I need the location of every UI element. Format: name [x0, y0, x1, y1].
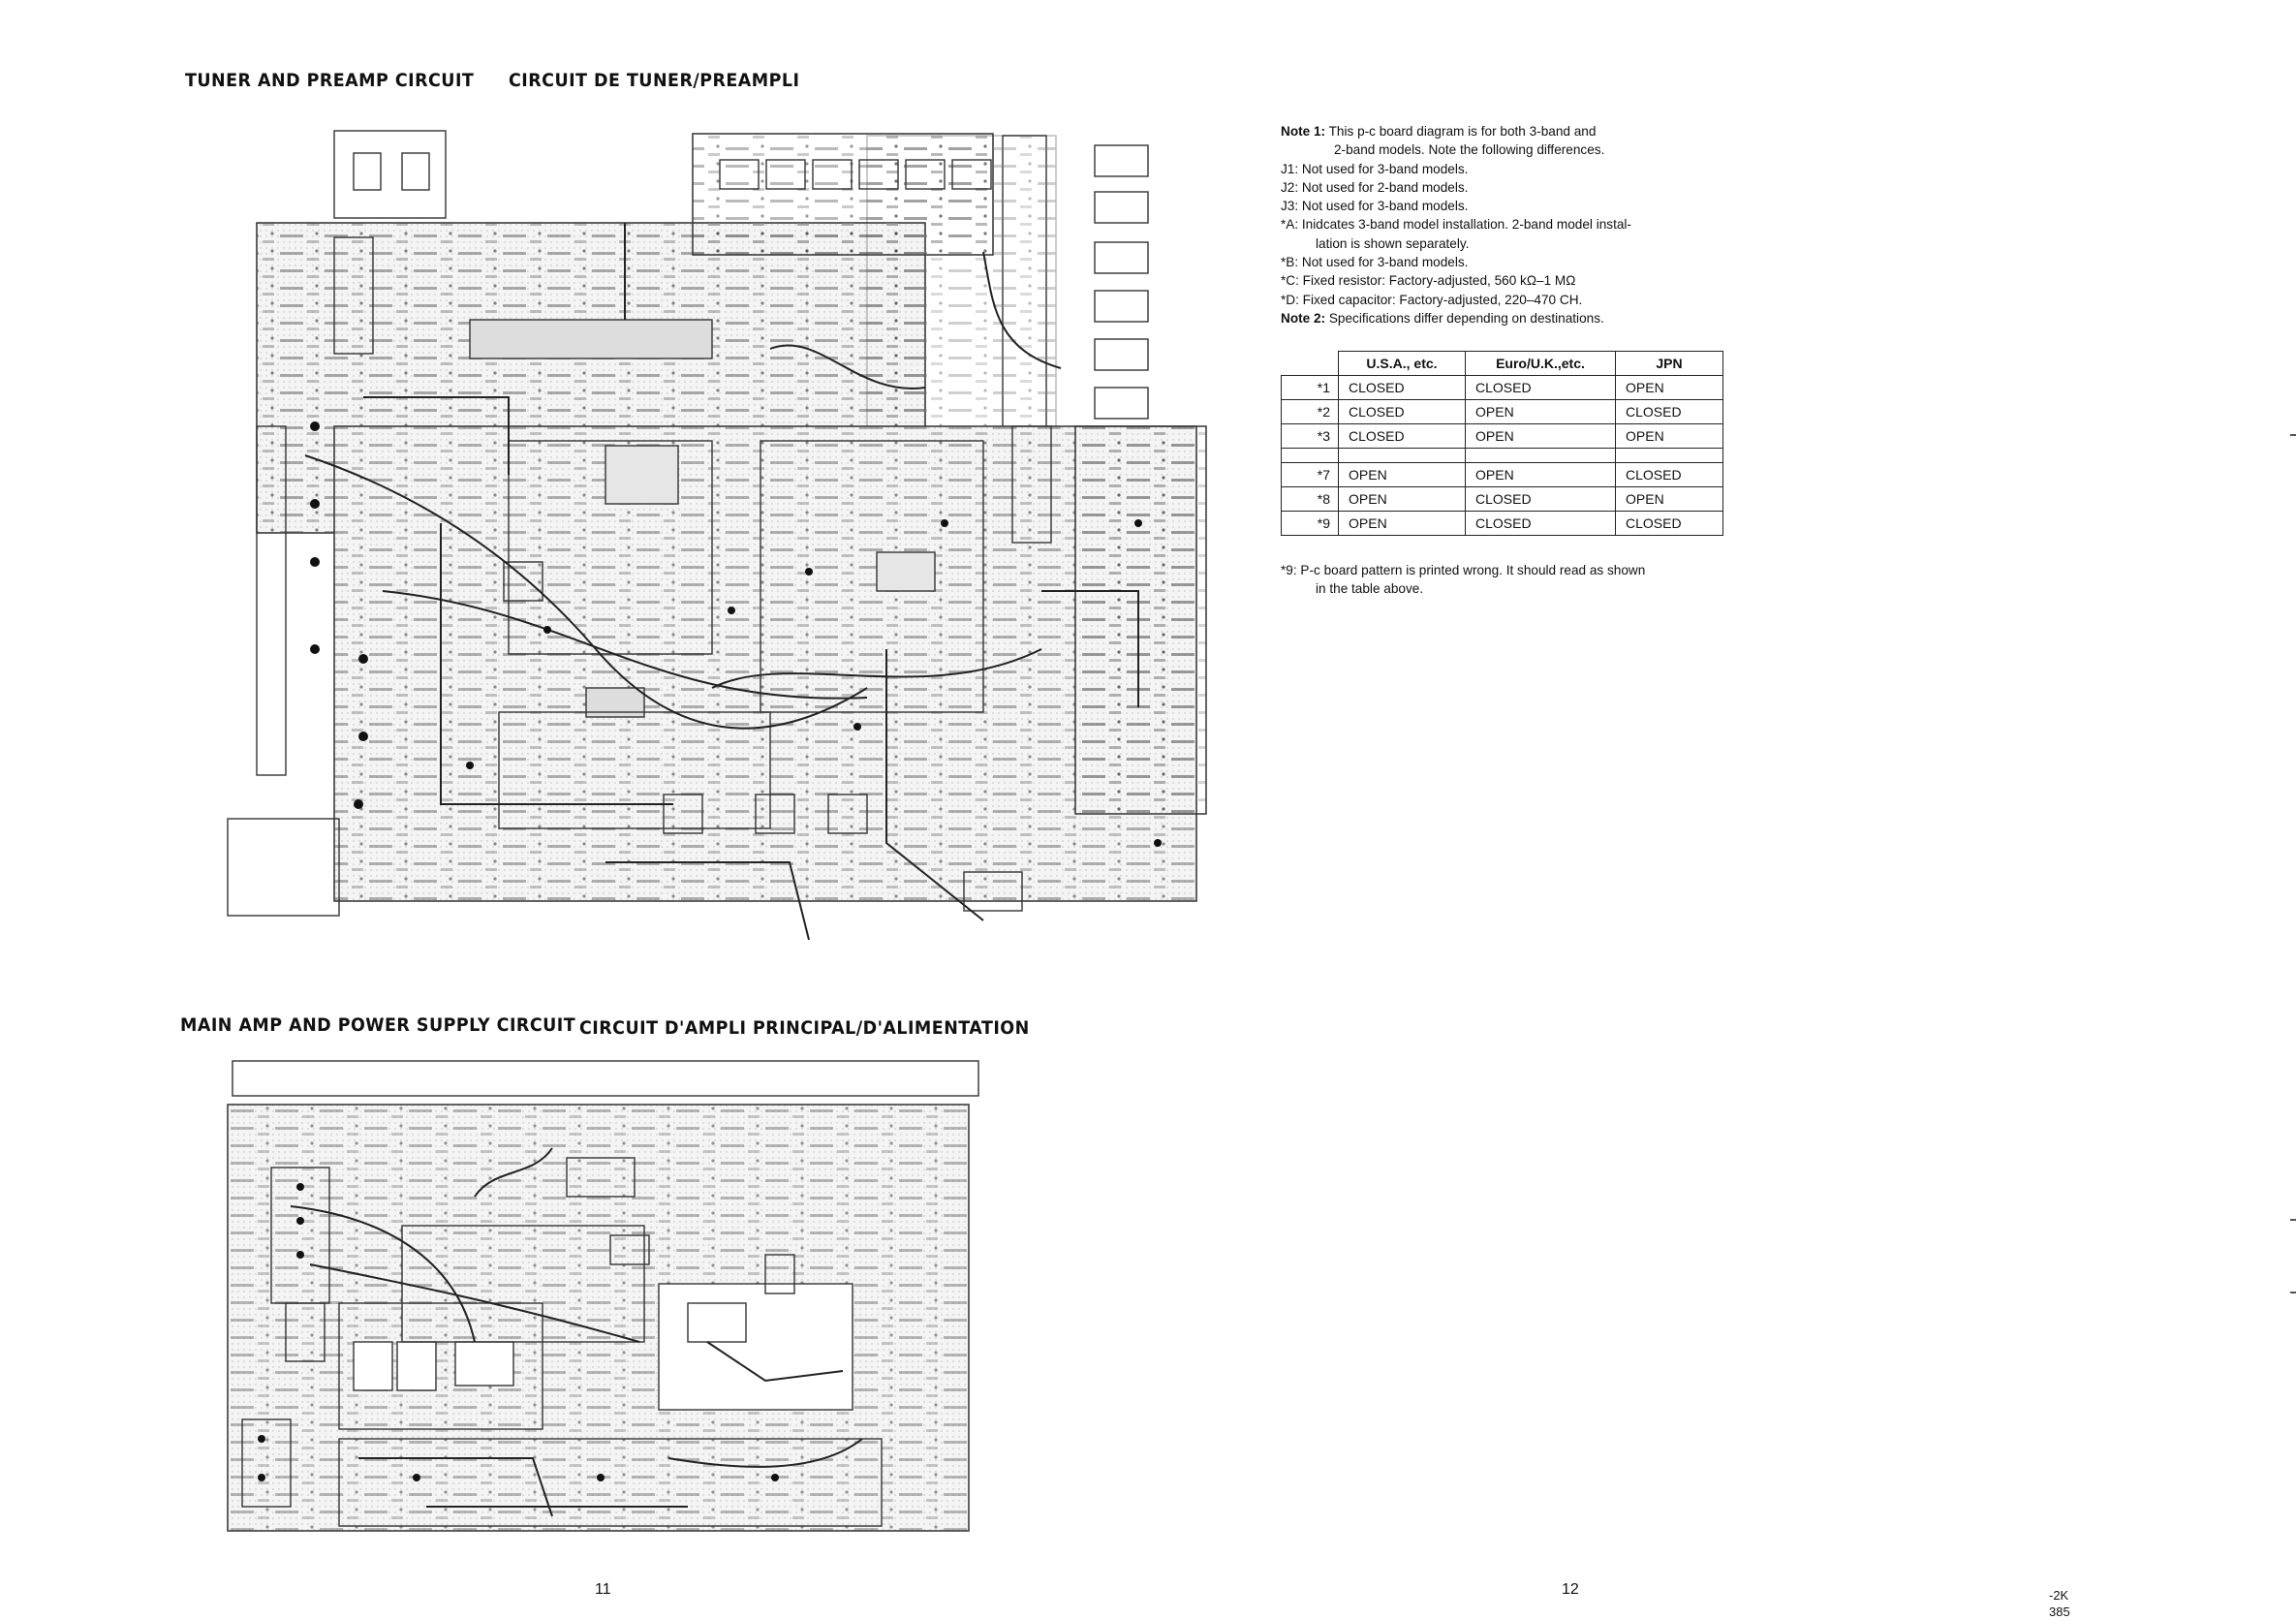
table-row: *9 OPEN CLOSED CLOSED — [1281, 511, 1723, 536]
cell-usa: OPEN — [1338, 486, 1466, 512]
table-row: *7 OPEN OPEN CLOSED — [1281, 462, 1723, 487]
cell-jpn: CLOSED — [1615, 399, 1723, 424]
cell-jpn: OPEN — [1615, 423, 1723, 449]
edge-mark — [2290, 434, 2296, 436]
table-gap-row — [1281, 448, 1723, 463]
note2-line: Note 2: Specifications differ depending … — [1281, 309, 1746, 327]
cell-usa: CLOSED — [1338, 375, 1466, 400]
mainamp-pcb-diagram — [184, 1051, 1008, 1589]
table-row: *8 OPEN CLOSED OPEN — [1281, 486, 1723, 512]
note-j2: J2: Not used for 2-band models. — [1281, 179, 1469, 195]
footnote-line1: *9: P-c board pattern is printed wrong. … — [1281, 563, 1646, 577]
mainamp-heading-fr: CIRCUIT D'AMPLI PRINCIPAL/D'ALIMENTATION — [579, 1017, 1030, 1039]
cell-jpn: OPEN — [1615, 486, 1723, 512]
notes-block: Note 1: This p-c board diagram is for bo… — [1281, 122, 1746, 327]
row-mark: *1 — [1281, 375, 1339, 400]
cell-euro: OPEN — [1465, 462, 1616, 487]
note-b: *B: Not used for 3-band models. — [1281, 255, 1469, 270]
row-mark: *9 — [1281, 511, 1339, 536]
row-mark: *7 — [1281, 462, 1339, 487]
footnote-9: *9: P-c board pattern is printed wrong. … — [1281, 561, 1645, 598]
header-euro: Euro/U.K.,etc. — [1465, 351, 1616, 376]
cell-jpn: CLOSED — [1615, 462, 1723, 487]
destination-spec-table: U.S.A., etc. Euro/U.K.,etc. JPN *1 CLOSE… — [1281, 351, 1723, 536]
note-c: *C: Fixed resistor: Factory-adjusted, 56… — [1281, 273, 1576, 289]
table-header-row: U.S.A., etc. Euro/U.K.,etc. JPN — [1282, 351, 1723, 376]
note-d: *D: Fixed capacitor: Factory-adjusted, 2… — [1281, 292, 1583, 307]
note1-line: Note 1: This p-c board diagram is for bo… — [1281, 122, 1746, 140]
mainamp-heading-en: MAIN AMP AND POWER SUPPLY CIRCUIT — [180, 1014, 576, 1036]
tuner-heading-fr: CIRCUIT DE TUNER/PREAMPLI — [509, 70, 800, 91]
cell-euro: CLOSED — [1465, 511, 1616, 536]
tuner-pcb-diagram — [189, 107, 1216, 959]
corner-code: -2K 385 — [2049, 1587, 2070, 1620]
note-j1: J1: Not used for 3-band models. — [1281, 161, 1469, 176]
note2-text: Specifications differ depending on desti… — [1328, 310, 1604, 326]
cell-euro: OPEN — [1465, 399, 1616, 424]
cell-usa: OPEN — [1338, 511, 1466, 536]
note-j3: J3: Not used for 3-band models. — [1281, 199, 1469, 214]
row-mark: *2 — [1281, 399, 1339, 424]
cell-euro: CLOSED — [1465, 375, 1616, 400]
table-corner — [1282, 352, 1339, 376]
edge-mark — [2290, 1219, 2296, 1221]
table-row: *1 CLOSED CLOSED OPEN — [1281, 375, 1723, 400]
cell-euro: CLOSED — [1465, 486, 1616, 512]
edge-mark — [2290, 1292, 2296, 1293]
note-a-cont: lation is shown separately. — [1316, 235, 1470, 251]
cell-jpn: OPEN — [1615, 375, 1723, 400]
note1-text: This p-c board diagram is for both 3-ban… — [1328, 124, 1597, 139]
table-row: *3 CLOSED OPEN OPEN — [1281, 423, 1723, 449]
page-number-right: 12 — [1562, 1581, 1579, 1598]
note-a: *A: Inidcates 3-band model installation.… — [1281, 217, 1631, 233]
corner-line2: 385 — [2049, 1604, 2070, 1619]
note2-label: Note 2: — [1281, 310, 1326, 326]
note1-cont: 2-band models. Note the following differ… — [1334, 142, 1605, 158]
cell-usa: OPEN — [1338, 462, 1466, 487]
cell-usa: CLOSED — [1338, 399, 1466, 424]
row-mark: *3 — [1281, 423, 1339, 449]
table-row: *2 CLOSED OPEN CLOSED — [1281, 399, 1723, 424]
page-number-left: 11 — [595, 1581, 611, 1598]
corner-line1: -2K — [2049, 1588, 2069, 1603]
header-usa: U.S.A., etc. — [1338, 351, 1466, 376]
note1-label: Note 1: — [1281, 124, 1326, 139]
footnote-line2: in the table above. — [1316, 581, 1424, 596]
cell-jpn: CLOSED — [1615, 511, 1723, 536]
cell-usa: CLOSED — [1338, 423, 1466, 449]
header-jpn: JPN — [1615, 351, 1723, 376]
row-mark: *8 — [1281, 486, 1339, 512]
cell-euro: OPEN — [1465, 423, 1616, 449]
tuner-heading-en: TUNER AND PREAMP CIRCUIT — [185, 70, 475, 91]
